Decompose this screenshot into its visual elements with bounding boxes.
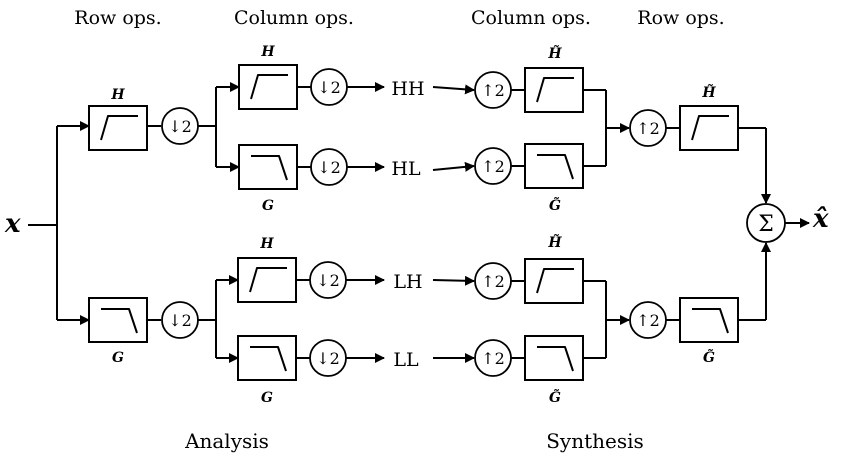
- filter-label-synthesis-row-g-tilde: G̃: [703, 348, 715, 366]
- analysis-bottom-split-connector: [198, 275, 239, 363]
- summation-symbol: Σ: [758, 212, 774, 237]
- subband-label-hh: HH: [391, 78, 424, 100]
- synthesis-row-highpass-filter-g-tilde: [679, 297, 739, 343]
- header-synthesis-column-ops: Column ops.: [471, 7, 591, 29]
- filter-label-analysis-row-h: H: [110, 87, 125, 103]
- analysis-row-downsample-bottom: ↓2: [161, 301, 199, 339]
- analysis-col-downsample-hl: ↓2: [310, 148, 348, 186]
- arrow-from-lh: [432, 275, 475, 286]
- analysis-row-highpass-filter-g: [88, 297, 148, 343]
- subband-label-hl: HL: [391, 158, 421, 180]
- synthesis-col-highpass-filter-hl: [524, 143, 584, 189]
- filter-label-analysis-col-h-top: H: [260, 44, 275, 60]
- filter-label-analysis-col-g-top: G: [262, 198, 274, 214]
- output-label: x̂: [812, 204, 829, 234]
- analysis-top-split-connector: [198, 82, 240, 172]
- upsample-label: ↑2: [481, 81, 505, 100]
- header-synthesis-row-ops: Row ops.: [637, 7, 724, 29]
- analysis-row-lowpass-filter-h: [88, 105, 148, 151]
- analysis-col-lowpass-filter-lh: [237, 257, 297, 303]
- subband-label-lh: LH: [393, 271, 422, 293]
- upsample-label: ↑2: [481, 157, 505, 176]
- section-label-analysis: Analysis: [184, 429, 269, 453]
- synthesis-row-upsample-bottom: ↑2: [629, 301, 667, 339]
- downsample-label: ↓2: [317, 78, 341, 97]
- header-analysis-row-ops: Row ops.: [74, 7, 161, 29]
- synthesis-col-lowpass-filter-hh: [524, 67, 584, 113]
- analysis-col-highpass-filter-hl: [238, 144, 298, 190]
- filter-label-analysis-col-h-bottom: H: [259, 236, 274, 252]
- downsample-label: ↓2: [168, 311, 192, 330]
- analysis-col-lowpass-filter-hh: [238, 64, 298, 110]
- filter-label-analysis-row-g: G: [112, 350, 124, 366]
- summation-connector: [738, 127, 810, 321]
- analysis-row-downsample-top: ↓2: [161, 107, 199, 145]
- section-label-synthesis: Synthesis: [546, 429, 644, 453]
- upsample-label: ↑2: [636, 119, 660, 138]
- synthesis-row-upsample-top: ↑2: [629, 109, 667, 147]
- arrow-from-hl: [432, 161, 475, 172]
- synthesis-col-upsample-lh: ↑2: [474, 262, 512, 300]
- upsample-label: ↑2: [481, 272, 505, 291]
- upsample-label: ↑2: [636, 311, 660, 330]
- analysis-col-downsample-hh: ↓2: [310, 68, 348, 106]
- filter-label-synthesis-col-h-tilde-bottom: H̃: [547, 233, 562, 251]
- subband-label-ll: LL: [393, 349, 419, 371]
- analysis-col-highpass-filter-ll: [237, 335, 297, 381]
- filter-label-synthesis-row-h-tilde: H̃: [701, 83, 716, 101]
- downsample-label: ↓2: [316, 271, 340, 290]
- synthesis-row-lowpass-filter-h-tilde: [679, 105, 739, 151]
- arrow-from-hh: [432, 84, 475, 95]
- upsample-label: ↑2: [481, 349, 505, 368]
- filter-label-synthesis-col-g-tilde-top: G̃: [549, 196, 561, 214]
- synthesis-col-highpass-filter-ll: [524, 335, 584, 381]
- synthesis-bottom-merge-connector: [583, 280, 630, 359]
- analysis-col-downsample-ll: ↓2: [309, 339, 347, 377]
- synthesis-top-merge-connector: [583, 89, 630, 167]
- filter-label-analysis-col-g-bottom: G: [261, 390, 273, 406]
- input-label: x: [4, 209, 21, 239]
- synthesis-col-upsample-ll: ↑2: [474, 339, 512, 377]
- synthesis-col-upsample-hl: ↑2: [474, 147, 512, 185]
- downsample-label: ↓2: [317, 158, 341, 177]
- filter-label-synthesis-col-h-tilde-top: H̃: [547, 44, 562, 62]
- downsample-label: ↓2: [316, 349, 340, 368]
- filter-label-synthesis-col-g-tilde-bottom: G̃: [549, 388, 561, 406]
- synthesis-col-upsample-hh: ↑2: [474, 71, 512, 109]
- input-split-connector: [28, 121, 90, 325]
- analysis-col-downsample-lh: ↓2: [309, 261, 347, 299]
- header-analysis-column-ops: Column ops.: [234, 7, 354, 29]
- summation-node: Σ: [746, 203, 786, 243]
- downsample-label: ↓2: [168, 117, 192, 136]
- synthesis-col-lowpass-filter-lh: [524, 258, 584, 304]
